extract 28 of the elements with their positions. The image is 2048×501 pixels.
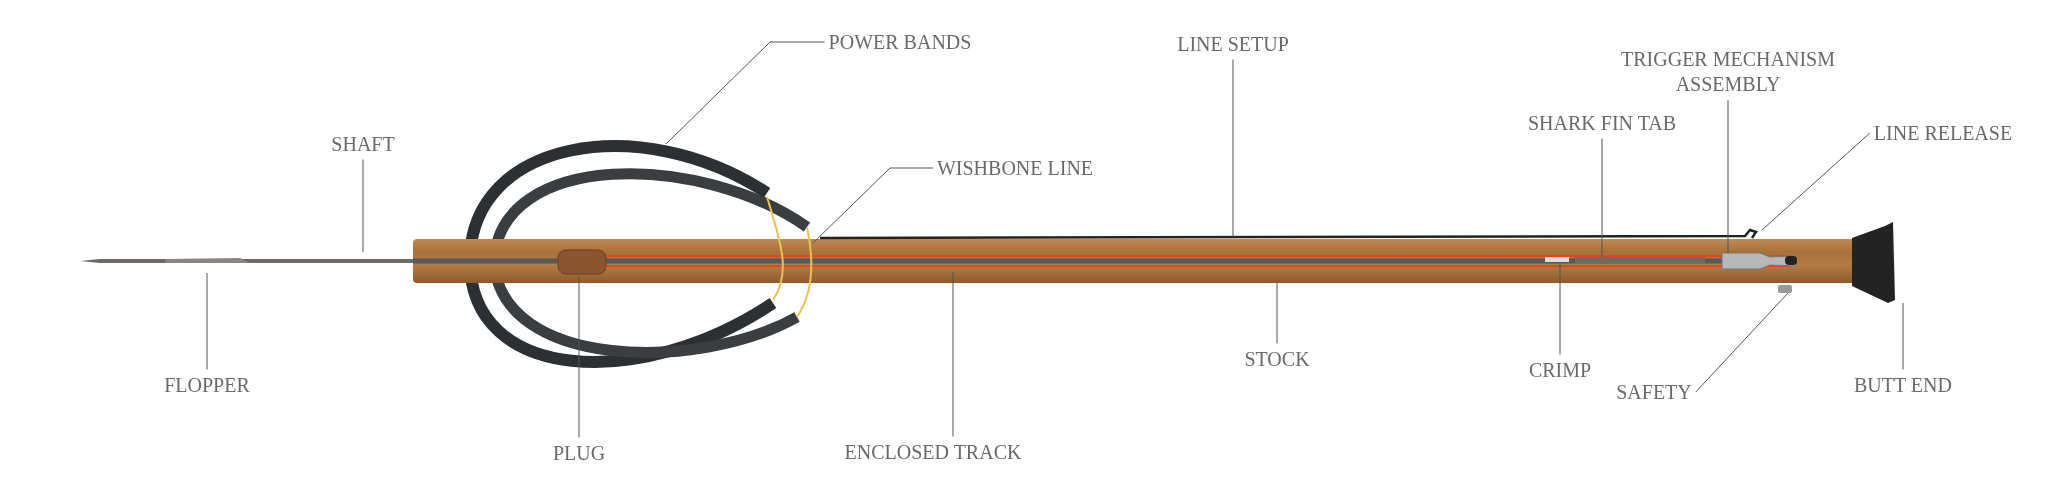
leader-line (1559, 261, 1561, 355)
leader-line (1601, 138, 1603, 258)
part-label: POWER BANDS (828, 29, 972, 55)
part-label: SHAFT (331, 131, 395, 157)
part-label: TRIGGER MECHANISM ASSEMBLY (1603, 47, 1853, 97)
leader-line (1902, 302, 1904, 370)
leader-line (812, 167, 934, 244)
part-label: LINE SETUP (1177, 31, 1289, 57)
leader-line (1695, 292, 1789, 393)
part-label: CRIMP (1528, 357, 1592, 383)
leader-line (362, 159, 364, 253)
leader-line (1761, 132, 1871, 231)
leader-line (1276, 282, 1278, 344)
leader-line (1232, 59, 1234, 238)
part-label: FLOPPER (164, 372, 250, 398)
part-label: ENCLOSED TRACK (844, 439, 1022, 465)
part-label: PLUG (552, 440, 606, 466)
part-label: BUTT END (1854, 372, 1952, 398)
part-label: LINE RELEASE (1873, 120, 2013, 146)
leader-line (665, 41, 826, 145)
leader-line (1727, 99, 1729, 254)
leader-line (206, 272, 208, 370)
leader-line (578, 276, 580, 438)
leader-line (952, 271, 954, 437)
part-label: WISHBONE LINE (936, 155, 1094, 181)
part-label: SAFETY (1616, 379, 1692, 405)
part-label: SHARK FIN TAB (1527, 110, 1677, 136)
part-label: STOCK (1244, 346, 1310, 372)
